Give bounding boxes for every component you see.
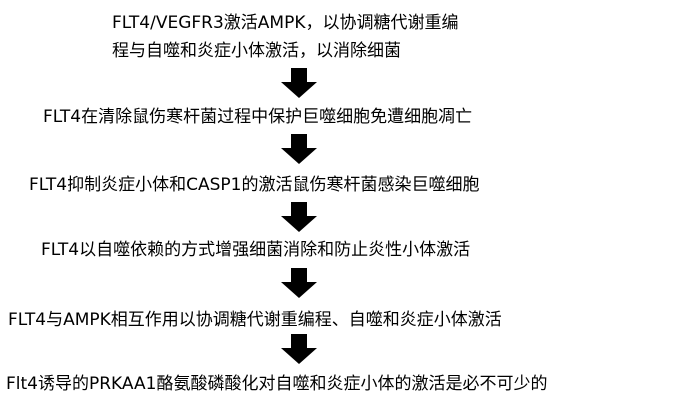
step-4: FLT4以自噬依赖的方式增强细菌消除和防止炎性小体激活 — [41, 240, 471, 260]
down-arrow-icon — [279, 202, 319, 232]
step-3: FLT4抑制炎症小体和CASP1的激活鼠伤寒杆菌感染巨噬细胞 — [29, 175, 480, 195]
step-6: Flt4诱导的PRKAA1酪氨酸磷酸化对自噬和炎症小体的激活是必不可少的 — [6, 374, 548, 394]
step-5: FLT4与AMPK相互作用以协调糖代谢重编程、自噬和炎症小体激活 — [8, 310, 502, 330]
down-arrow-icon — [279, 334, 319, 364]
down-arrow-icon — [279, 268, 319, 298]
step-1-line-1: FLT4/VEGFR3激活AMPK，以协调糖代谢重编 — [112, 13, 459, 33]
step-2: FLT4在清除鼠伤寒杆菌过程中保护巨噬细胞免遭细胞凋亡 — [43, 107, 473, 127]
down-arrow-icon — [279, 134, 319, 164]
step-1-line-2: 程与自噬和炎症小体激活，以消除细菌 — [112, 41, 401, 61]
down-arrow-icon — [279, 68, 319, 98]
